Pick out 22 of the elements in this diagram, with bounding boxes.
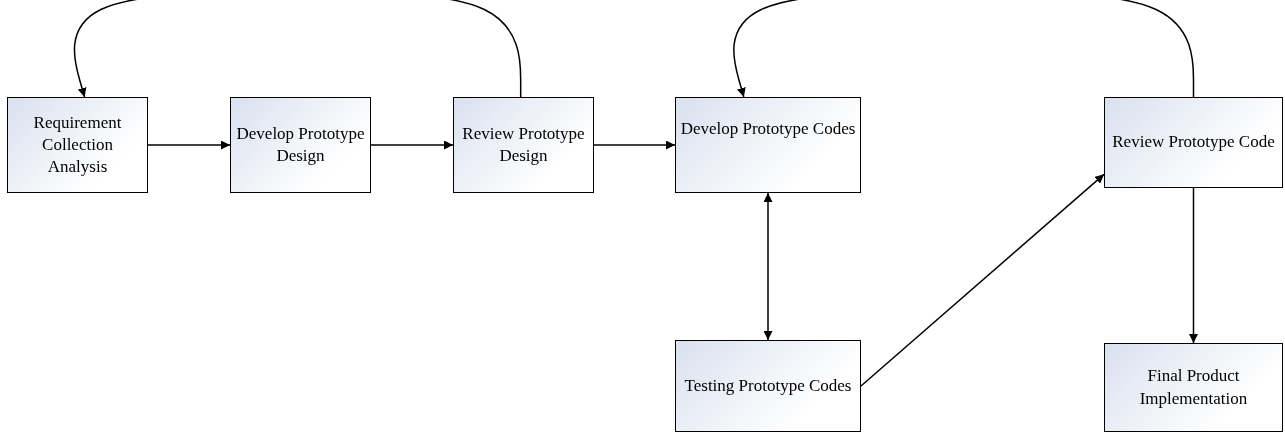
arrow [1189, 187, 1198, 344]
step-label: Testing Prototype Codes [684, 374, 852, 397]
process-box [675, 97, 861, 193]
process-box [230, 97, 371, 193]
step-label: Final Product Implementation [1138, 365, 1249, 410]
arrow [733, 0, 1195, 98]
process-box [453, 97, 594, 193]
arrow [593, 140, 676, 150]
arrow [763, 192, 773, 341]
process-box [1104, 97, 1283, 188]
step-label: Review Prototype Code [1112, 131, 1275, 154]
arrow [147, 140, 231, 150]
step-label: Develop Prototype Design [235, 122, 366, 167]
arrow [370, 140, 454, 150]
arrow [860, 173, 1105, 387]
step-label: Review Prototype Design [461, 122, 586, 167]
arrow [73, 0, 522, 98]
process-box [7, 97, 148, 193]
step-label: Requirement Collection Analysis [32, 111, 123, 179]
process-box [1104, 343, 1283, 432]
step-label: Develop Prototype Codes [680, 118, 856, 140]
process-box [675, 340, 861, 432]
